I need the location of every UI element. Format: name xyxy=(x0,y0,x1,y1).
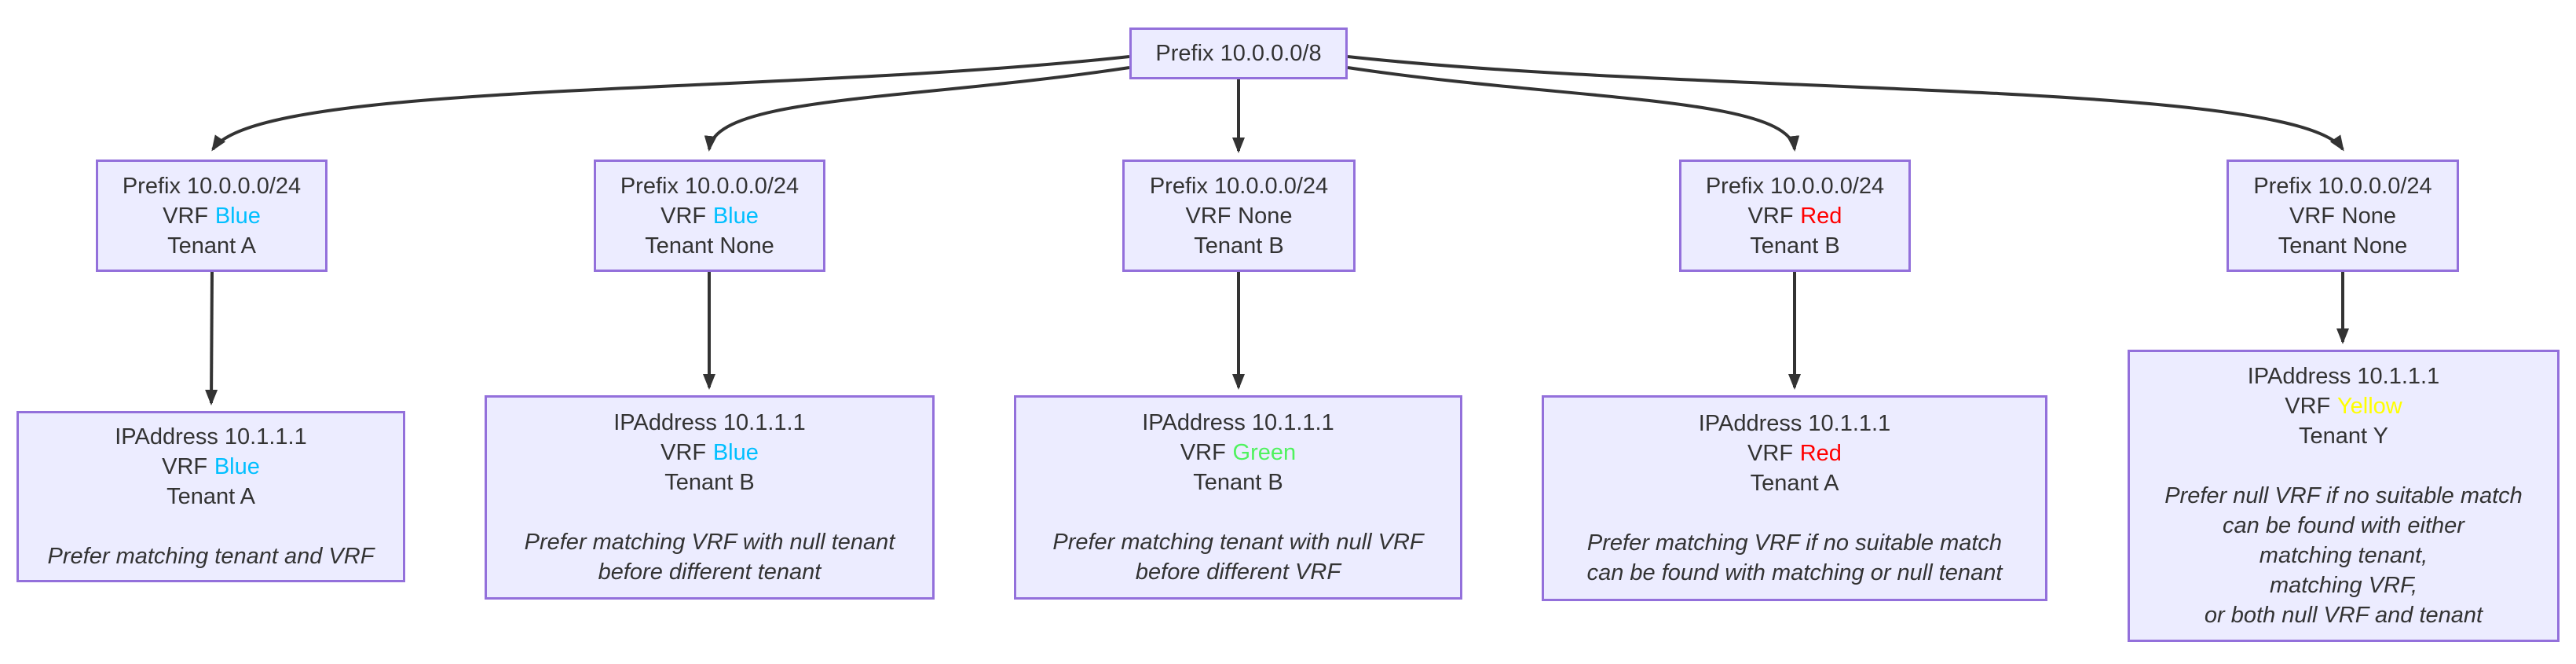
edge-root-to-prefix-1 xyxy=(211,55,1130,152)
edge-root-to-prefix-5 xyxy=(1347,55,2344,152)
vrf-label: VRF xyxy=(1180,440,1226,465)
tenant-label: Tenant B xyxy=(664,470,755,495)
tenant-label: Tenant B xyxy=(1194,233,1284,259)
tenant-label: Tenant A xyxy=(1750,471,1839,496)
vrf-value: Blue xyxy=(712,440,759,465)
edge-root-to-prefix-4 xyxy=(1347,66,1800,152)
vrf-label: VRF xyxy=(2289,203,2335,229)
vrf-label: VRF xyxy=(1747,203,1794,229)
vrf-value: None xyxy=(1238,203,1293,229)
prefix-title: Prefix 10.0.0.0/24 xyxy=(620,173,800,199)
tenant-label: Tenant None xyxy=(645,233,774,259)
edge-root-to-prefix-2 xyxy=(704,66,1130,152)
vrf-value: Red xyxy=(1800,203,1842,229)
vrf-line: VRF None xyxy=(1185,201,1292,231)
vrf-value: Blue xyxy=(712,203,759,229)
edge-prefix-to-ip-1 xyxy=(205,271,218,405)
tenant-label: Tenant None xyxy=(2278,233,2408,259)
tenant-label: Tenant Y xyxy=(2299,424,2388,449)
prefix-title: Prefix 10.0.0.0/24 xyxy=(2253,173,2432,199)
prefix-node-3: Prefix 10.0.0.0/24 VRF None Tenant B xyxy=(1122,160,1356,272)
ip-title: IPAddress 10.1.1.1 xyxy=(2247,364,2440,389)
ip-title: IPAddress 10.1.1.1 xyxy=(1142,410,1334,435)
tenant-label: Tenant B xyxy=(1750,233,1840,259)
root-prefix-node: Prefix 10.0.0.0/8 xyxy=(1129,28,1348,79)
prefix-title: Prefix 10.0.0.0/24 xyxy=(1705,173,1885,199)
vrf-label: VRF xyxy=(660,203,707,229)
vrf-value: Red xyxy=(1799,441,1842,466)
preference-note: Prefer matching tenant and VRF xyxy=(47,544,375,569)
tenant-label: Tenant B xyxy=(1193,470,1283,495)
tenant-label: Tenant A xyxy=(166,484,255,509)
preference-note: Prefer null VRF if no suitable match can… xyxy=(2164,483,2523,628)
vrf-value: None xyxy=(2341,203,2396,229)
preference-note: Prefer matching VRF with null tenant bef… xyxy=(524,530,895,585)
prefix-title: Prefix 10.0.0.0/24 xyxy=(1149,173,1329,199)
ip-title: IPAddress 10.1.1.1 xyxy=(115,424,307,449)
root-prefix-title: Prefix 10.0.0.0/8 xyxy=(1155,41,1322,66)
prefix-title: Prefix 10.0.0.0/24 xyxy=(122,173,302,199)
vrf-label: VRF xyxy=(2285,394,2331,419)
vrf-label: VRF xyxy=(1185,203,1231,229)
preference-note: Prefer matching tenant with null VRF bef… xyxy=(1052,530,1424,585)
ip-title: IPAddress 10.1.1.1 xyxy=(613,410,806,435)
vrf-label: VRF xyxy=(660,440,707,465)
vrf-value: Yellow xyxy=(2336,394,2402,419)
ip-title: IPAddress 10.1.1.1 xyxy=(1698,411,1891,436)
vrf-label: VRF xyxy=(1747,441,1794,466)
vrf-label: VRF xyxy=(162,454,208,479)
vrf-value: Green xyxy=(1232,440,1297,465)
vrf-value: Blue xyxy=(214,203,261,229)
preference-note: Prefer matching VRF if no suitable match… xyxy=(1586,530,2003,585)
tenant-label: Tenant A xyxy=(167,233,256,259)
vrf-value: Blue xyxy=(214,454,260,479)
vrf-label: VRF xyxy=(163,203,209,229)
